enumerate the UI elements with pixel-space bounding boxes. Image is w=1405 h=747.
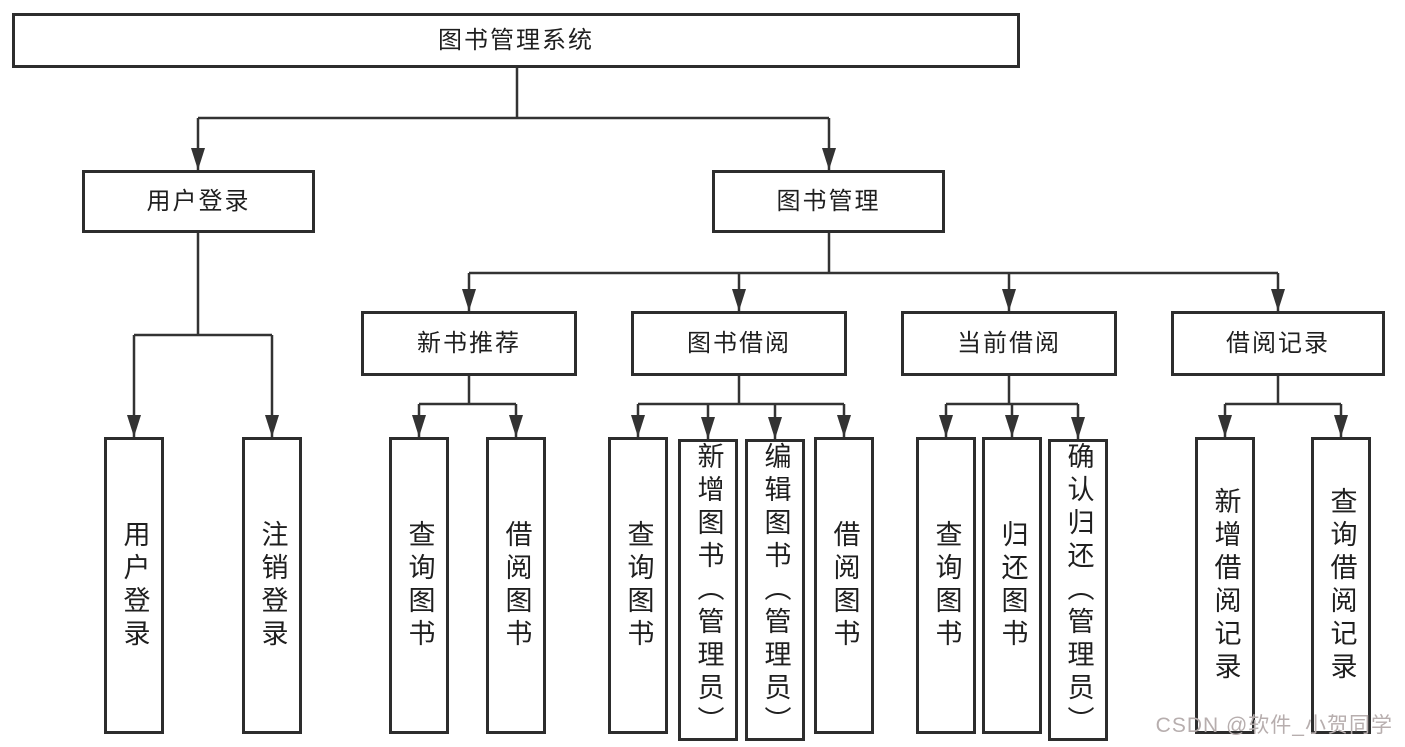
leaf-user-login-label: 用户登录 — [119, 519, 150, 652]
leaf-borrow-query-books: 查询图书 — [608, 437, 668, 734]
leaf-newbook-query-books: 查询图书 — [389, 437, 449, 734]
leaf-record-add-record-label: 新增借阅记录 — [1210, 486, 1241, 685]
node-new-book-recommend: 新书推荐 — [361, 311, 577, 376]
leaf-newbook-borrow-books-label: 借阅图书 — [501, 519, 532, 652]
leaf-current-confirm-return-admin: 确认归还（管理员） — [1048, 439, 1108, 741]
csdn-watermark: CSDN @软件_小贺同学 — [1155, 714, 1393, 737]
node-book-borrowing-label: 图书借阅 — [687, 329, 791, 357]
leaf-logout: 注销登录 — [242, 437, 302, 734]
leaf-borrow-borrow-books-label: 借阅图书 — [829, 519, 860, 652]
node-borrowing-records-label: 借阅记录 — [1226, 329, 1330, 357]
edges-current-borrowing — [939, 376, 1085, 439]
leaf-borrow-add-books-admin: 新增图书（管理员） — [678, 439, 738, 741]
node-current-borrowing-label: 当前借阅 — [957, 329, 1061, 357]
node-current-borrowing: 当前借阅 — [901, 311, 1117, 376]
leaf-current-query-books: 查询图书 — [916, 437, 976, 734]
leaf-newbook-query-books-label: 查询图书 — [404, 519, 435, 652]
leaf-record-query-record: 查询借阅记录 — [1311, 437, 1371, 734]
leaf-user-login: 用户登录 — [104, 437, 164, 734]
leaf-current-return-books: 归还图书 — [982, 437, 1042, 734]
leaf-record-add-record: 新增借阅记录 — [1195, 437, 1255, 734]
edges-user-login — [127, 233, 279, 437]
leaf-borrow-edit-books-admin-label: 编辑图书（管理员） — [760, 441, 791, 739]
edges-new-book-recommend — [412, 376, 523, 437]
node-borrowing-records: 借阅记录 — [1171, 311, 1385, 376]
leaf-record-query-record-label: 查询借阅记录 — [1326, 486, 1357, 685]
edges-book-borrowing — [631, 376, 851, 439]
edges-borrowing-records — [1218, 376, 1348, 437]
edges-root — [191, 68, 836, 170]
leaf-newbook-borrow-books: 借阅图书 — [486, 437, 546, 734]
leaf-borrow-borrow-books: 借阅图书 — [814, 437, 874, 734]
leaf-borrow-add-books-admin-label: 新增图书（管理员） — [693, 441, 724, 739]
node-new-book-recommend-label: 新书推荐 — [417, 329, 521, 357]
node-user-login: 用户登录 — [82, 170, 315, 233]
leaf-current-return-books-label: 归还图书 — [997, 519, 1028, 652]
leaf-current-query-books-label: 查询图书 — [931, 519, 962, 652]
node-library-management-system-label: 图书管理系统 — [438, 26, 594, 54]
node-book-management-label: 图书管理 — [776, 187, 881, 215]
node-library-management-system: 图书管理系统 — [12, 13, 1020, 68]
node-user-login-label: 用户登录 — [146, 187, 251, 215]
leaf-borrow-edit-books-admin: 编辑图书（管理员） — [745, 439, 805, 741]
leaf-borrow-query-books-label: 查询图书 — [623, 519, 654, 652]
leaf-current-confirm-return-admin-label: 确认归还（管理员） — [1063, 441, 1094, 739]
node-book-borrowing: 图书借阅 — [631, 311, 847, 376]
leaf-logout-label: 注销登录 — [257, 519, 288, 652]
edges-book-management — [462, 233, 1285, 311]
node-book-management: 图书管理 — [712, 170, 945, 233]
